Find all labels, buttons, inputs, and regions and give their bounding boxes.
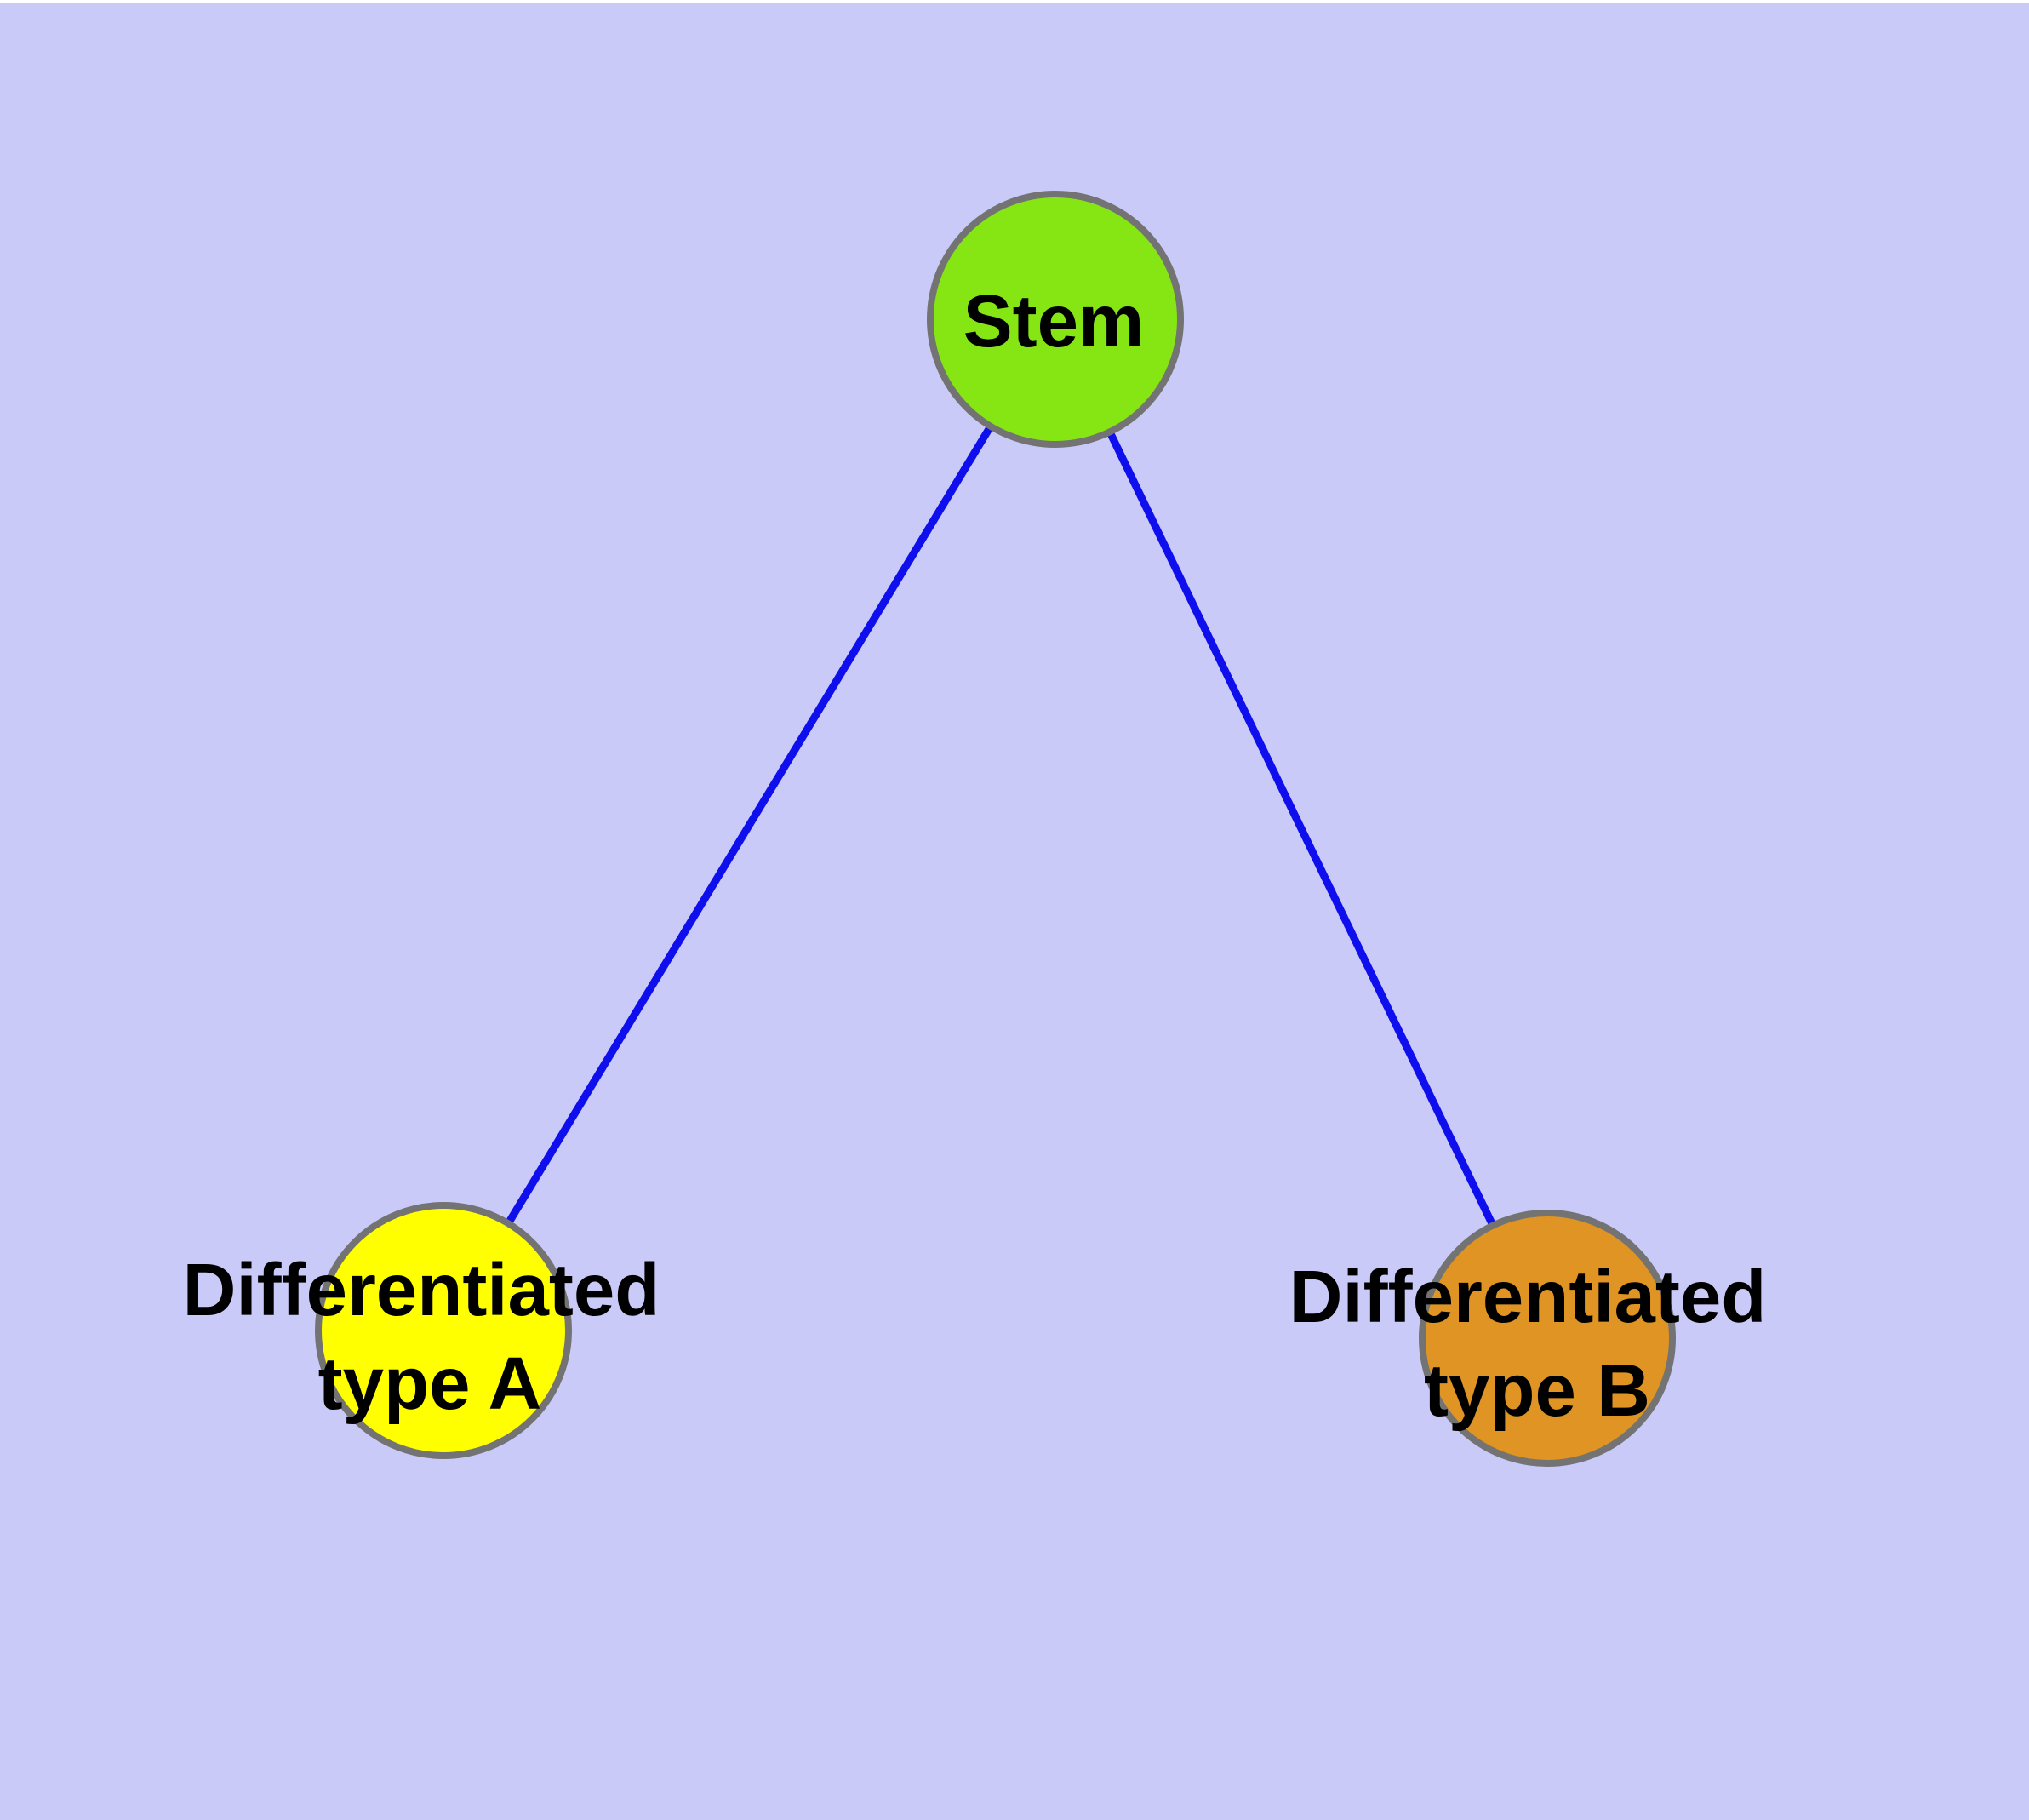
differentiated-type-b-circle <box>1419 1210 1676 1467</box>
stem-node: Stem <box>927 191 1184 448</box>
differentiated-type-a-label-line1: Differentiated <box>183 1249 660 1331</box>
differentiated-type-b-label-line1: Differentiated <box>1289 1256 1767 1338</box>
differentiated-type-a-node: Differentiated type A <box>183 1202 660 1459</box>
edge-stem-to-type-a <box>439 315 1060 1335</box>
edge-stem-to-type-b <box>1051 315 1552 1342</box>
differentiated-type-a-circle <box>315 1202 572 1459</box>
stem-node-label: Stem <box>963 280 1145 363</box>
stem-node-circle <box>927 191 1184 448</box>
differentiated-type-b-node: Differentiated type B <box>1289 1210 1767 1467</box>
differentiated-type-a-label-line2: type A <box>318 1342 542 1425</box>
differentiated-type-b-label-line2: type B <box>1424 1349 1650 1432</box>
